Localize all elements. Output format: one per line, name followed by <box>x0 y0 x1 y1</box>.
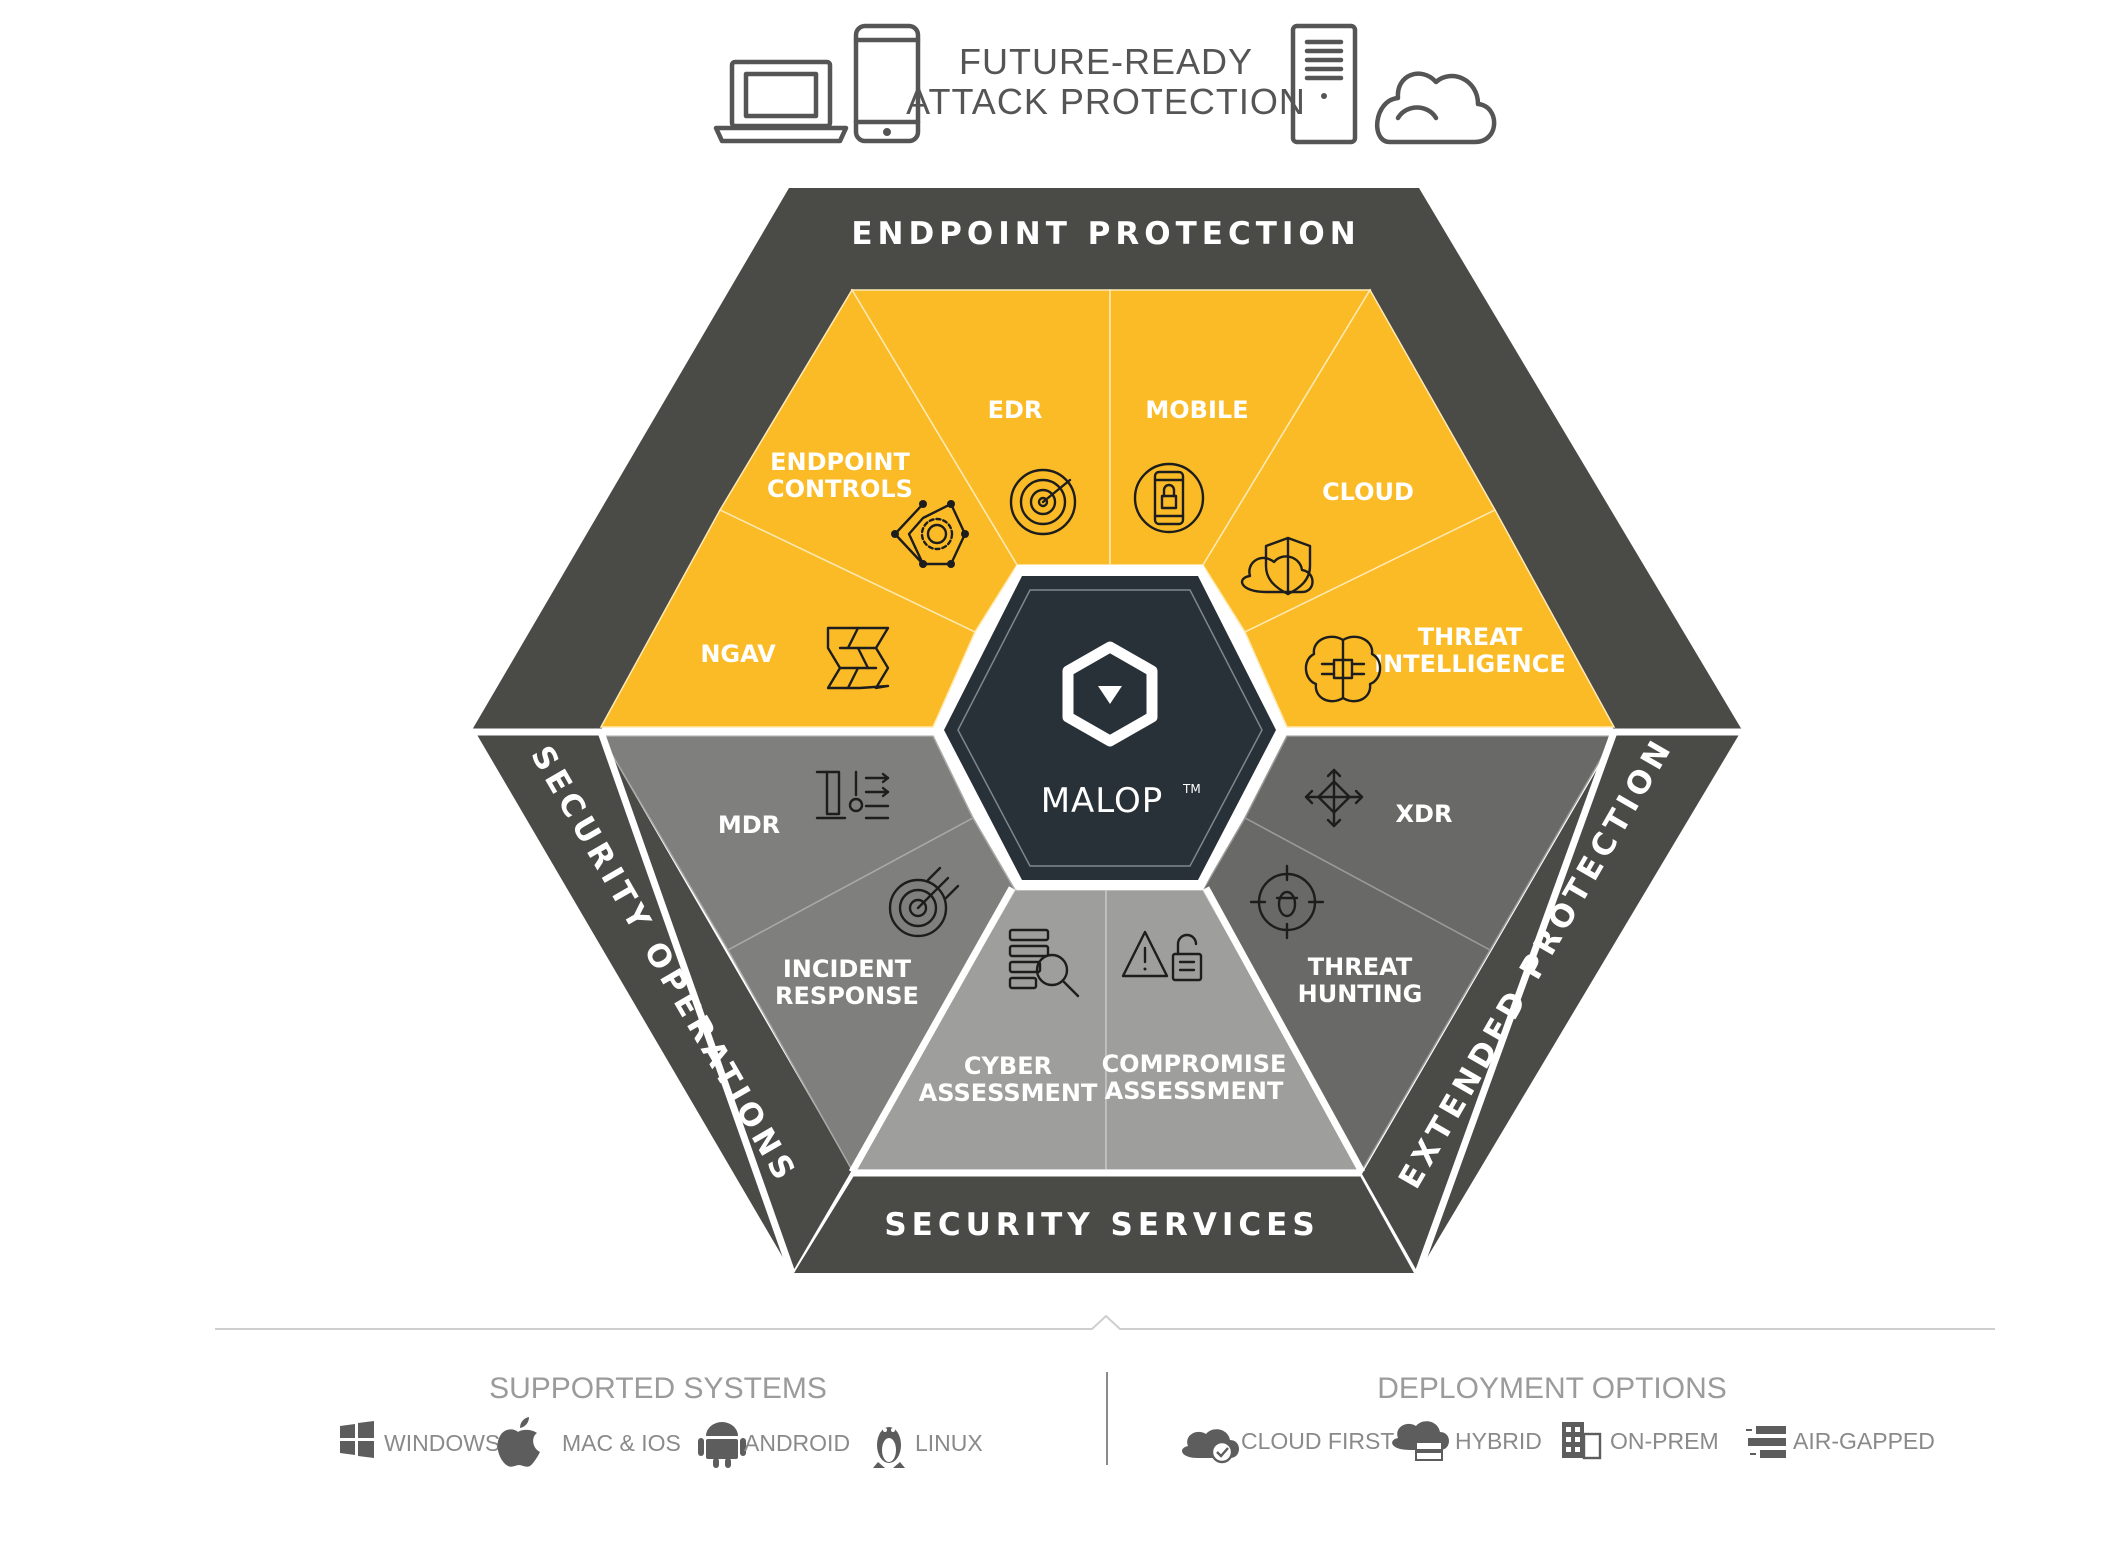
target-icon <box>888 866 960 938</box>
center-hex-inner-outline <box>957 589 1263 867</box>
segment-compromise-assessment-2: ASSESSMENT <box>1105 1077 1284 1105</box>
band-security-operations <box>476 733 852 1273</box>
radar-icon <box>1009 468 1077 536</box>
supported-systems-title: SUPPORTED SYSTEMS <box>489 1372 827 1405</box>
segment-threat-intelligence-1: THREAT <box>1418 623 1523 651</box>
left-sectors <box>599 735 1016 1172</box>
laptop-icon <box>713 59 849 144</box>
header-title-line1: FUTURE-READY <box>959 41 1253 82</box>
os-windows-label: WINDOWS <box>384 1430 500 1456</box>
expand-arrows-icon <box>1304 768 1364 828</box>
segment-incident-response-2: RESPONSE <box>775 982 919 1010</box>
segment-cloud: CLOUD <box>1322 478 1414 506</box>
android-icon <box>698 1422 746 1468</box>
windows-icon <box>340 1421 374 1458</box>
segment-cyber-assessment-1: CYBER <box>964 1052 1052 1080</box>
capability-hexagon: ENDPOINT PROTECTION SECURITY SERVICES SE… <box>470 188 1744 1275</box>
malop-logo-icon <box>1062 641 1158 747</box>
segment-xdr: XDR <box>1396 800 1453 828</box>
os-android-label: ANDROID <box>744 1430 850 1456</box>
os-android: ANDROID <box>698 1422 850 1468</box>
disconnected-server-icon <box>1746 1426 1786 1458</box>
segment-ngav: NGAV <box>700 640 776 668</box>
os-mac-ios: MAC & IOS <box>497 1417 681 1467</box>
linux-icon <box>873 1427 905 1468</box>
segment-threat-hunting-2: HUNTING <box>1298 980 1423 1008</box>
deploy-on-prem-label: ON-PREM <box>1610 1428 1719 1454</box>
segment-mobile: MOBILE <box>1145 396 1248 424</box>
segment-threat-hunting-1: THREAT <box>1308 953 1413 981</box>
os-linux: LINUX <box>873 1427 983 1468</box>
band-security-services <box>794 1174 1414 1273</box>
deploy-hybrid: HYBRID <box>1392 1421 1542 1461</box>
center-label: MALOP <box>1041 781 1164 821</box>
brain-circuit-icon <box>1304 635 1382 703</box>
segment-mdr: MDR <box>718 811 780 839</box>
cloud-server-icon <box>1392 1421 1449 1461</box>
center-tm: TM <box>1182 782 1201 796</box>
os-mac-ios-label: MAC & IOS <box>562 1430 681 1456</box>
deploy-cloud-first: CLOUD FIRST <box>1182 1428 1394 1464</box>
deploy-on-prem: ON-PREM <box>1562 1422 1719 1460</box>
mobile-lock-icon <box>1133 462 1205 534</box>
cloud-shield-icon <box>1240 536 1314 596</box>
layered-blocks-icon <box>826 626 890 690</box>
header-title-line2: ATTACK PROTECTION <box>906 81 1306 122</box>
alert-arrows-icon <box>815 770 890 820</box>
header: FUTURE-READY ATTACK PROTECTION <box>713 23 1497 145</box>
list-search-icon <box>1008 928 1080 998</box>
segment-threat-intelligence-2: INTELLIGENCE <box>1374 650 1565 678</box>
segment-endpoint-controls-2: CONTROLS <box>767 475 913 503</box>
center-hex <box>944 576 1276 880</box>
deploy-air-gapped-label: AIR-GAPPED <box>1793 1428 1935 1454</box>
server-icon <box>1290 23 1358 145</box>
segment-endpoint-controls-1: ENDPOINT <box>770 448 910 476</box>
footer-divider <box>215 1314 1995 1330</box>
band-endpoint-protection <box>472 188 1742 730</box>
segment-compromise-assessment-1: COMPROMISE <box>1102 1050 1287 1078</box>
warning-unlock-icon <box>1121 930 1203 982</box>
network-gear-icon <box>891 500 969 568</box>
os-windows: WINDOWS <box>340 1421 500 1458</box>
deployment-options-title: DEPLOYMENT OPTIONS <box>1377 1372 1727 1405</box>
band-label-endpoint-protection: ENDPOINT PROTECTION <box>851 216 1360 252</box>
bug-crosshair-icon <box>1249 864 1325 940</box>
os-linux-label: LINUX <box>915 1430 983 1456</box>
band-label-security-services: SECURITY SERVICES <box>884 1207 1319 1243</box>
band-extended-protection <box>1362 733 1740 1273</box>
segment-cyber-assessment-2: ASSESSMENT <box>919 1079 1098 1107</box>
apple-icon <box>497 1417 540 1467</box>
deploy-cloud-first-label: CLOUD FIRST <box>1241 1428 1394 1454</box>
footer: SUPPORTED SYSTEMS DEPLOYMENT OPTIONS WIN… <box>215 1314 1995 1468</box>
segment-edr: EDR <box>988 396 1043 424</box>
deploy-hybrid-label: HYBRID <box>1455 1428 1542 1454</box>
cloud-icon <box>1375 71 1497 145</box>
building-icon <box>1562 1422 1602 1460</box>
segment-incident-response-1: INCIDENT <box>783 955 912 983</box>
cloud-check-icon <box>1182 1429 1239 1464</box>
phone-icon <box>853 23 921 144</box>
deploy-air-gapped: AIR-GAPPED <box>1746 1426 1935 1458</box>
